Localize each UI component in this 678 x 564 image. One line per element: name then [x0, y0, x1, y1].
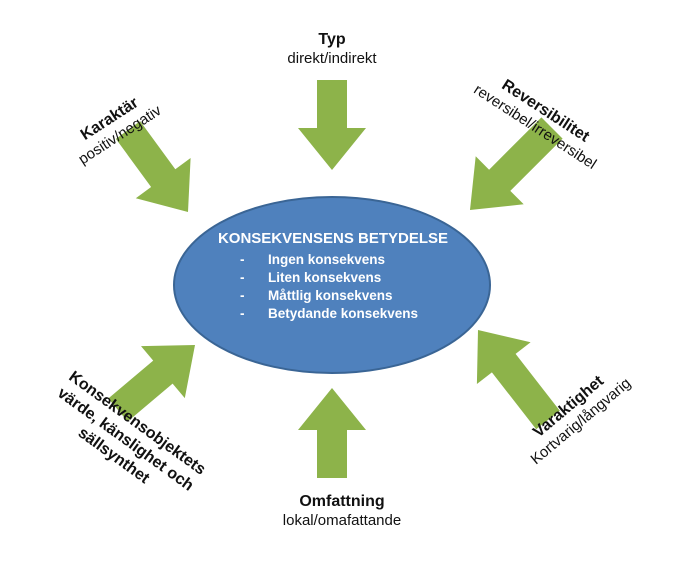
factor-omfattning: Omfattning lokal/omafattande	[247, 492, 437, 531]
arrow-konsekvensobjekt	[108, 345, 195, 422]
factor-typ-text: direkt/indirekt	[287, 50, 377, 67]
center-list: Ingen konsekvens Liten konsekvens Måttli…	[178, 251, 488, 323]
center-label: KONSEKVENSENS BETYDELSE Ingen konsekvens…	[178, 230, 488, 323]
factor-omfattning-text: lokal/omafattande	[282, 512, 402, 529]
arrow-karaktar	[115, 121, 191, 212]
center-item: Betydande konsekvens	[240, 305, 488, 323]
arrow-reversibilitet	[470, 117, 563, 210]
center-title: KONSEKVENSENS BETYDELSE	[217, 230, 449, 247]
center-item: Ingen konsekvens	[240, 251, 488, 269]
factor-typ: Typ direkt/indirekt	[247, 30, 417, 69]
arrow-omfattning	[298, 388, 366, 478]
center-item: Måttlig konsekvens	[240, 287, 488, 305]
arrows-group	[108, 80, 563, 478]
center-item: Liten konsekvens	[240, 269, 488, 287]
factor-omfattning-title: Omfattning	[299, 493, 385, 510]
arrow-typ	[298, 80, 366, 170]
arrow-varaktighet	[476, 330, 560, 430]
factor-typ-title: Typ	[318, 31, 346, 48]
